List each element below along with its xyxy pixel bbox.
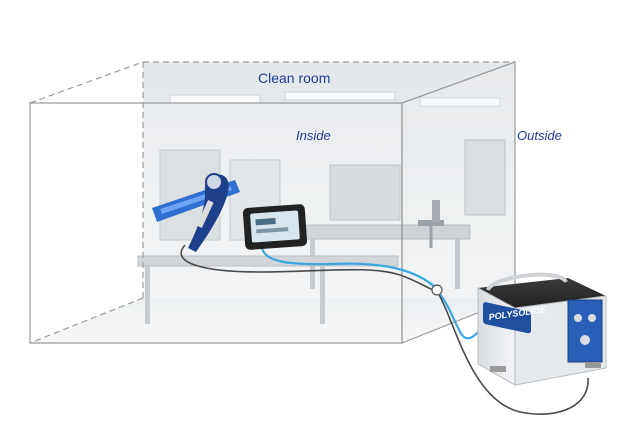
probe-head <box>205 173 223 191</box>
outside-label: Outside <box>517 128 562 143</box>
lab-chair-back <box>432 200 440 222</box>
ceiling-light <box>169 94 261 104</box>
lab-hood <box>329 164 401 221</box>
unit-connector <box>588 314 596 322</box>
lab-table-leg <box>320 266 325 324</box>
unit-foot <box>490 366 506 372</box>
probe <box>152 173 240 252</box>
lab-chair-seat <box>418 220 444 226</box>
clean-room-label: Clean room <box>258 70 331 86</box>
unit-connector <box>574 314 582 322</box>
lab-cabinet <box>464 139 506 216</box>
unit-handle <box>486 272 568 292</box>
display-screen <box>250 210 300 243</box>
room-frame <box>29 61 516 344</box>
unit-foot <box>585 362 601 368</box>
unit-connector <box>580 335 590 345</box>
back-edge-floor <box>29 297 144 344</box>
probe-handle-strip <box>196 200 214 228</box>
unit-brand-panel <box>483 302 531 334</box>
unit-control-panel <box>567 299 603 363</box>
display-cable <box>260 247 438 290</box>
display-readout <box>256 227 289 234</box>
unit-top <box>478 278 606 308</box>
probe-cable <box>180 244 438 292</box>
floor <box>30 298 515 343</box>
wall-feedthrough <box>431 284 443 296</box>
ceiling-light <box>284 91 396 101</box>
lab-table-leg <box>145 266 150 324</box>
display-unit <box>242 204 308 250</box>
top-edge-left <box>29 61 144 104</box>
lab-bench-leg <box>455 239 460 289</box>
display-readout <box>255 217 276 226</box>
polysolide-unit: POLYSOLIDE <box>477 272 607 386</box>
grey-cable-to-unit <box>436 290 589 415</box>
front-face <box>29 102 403 344</box>
ceiling-light <box>419 97 501 107</box>
inside-label: Inside <box>296 128 331 143</box>
